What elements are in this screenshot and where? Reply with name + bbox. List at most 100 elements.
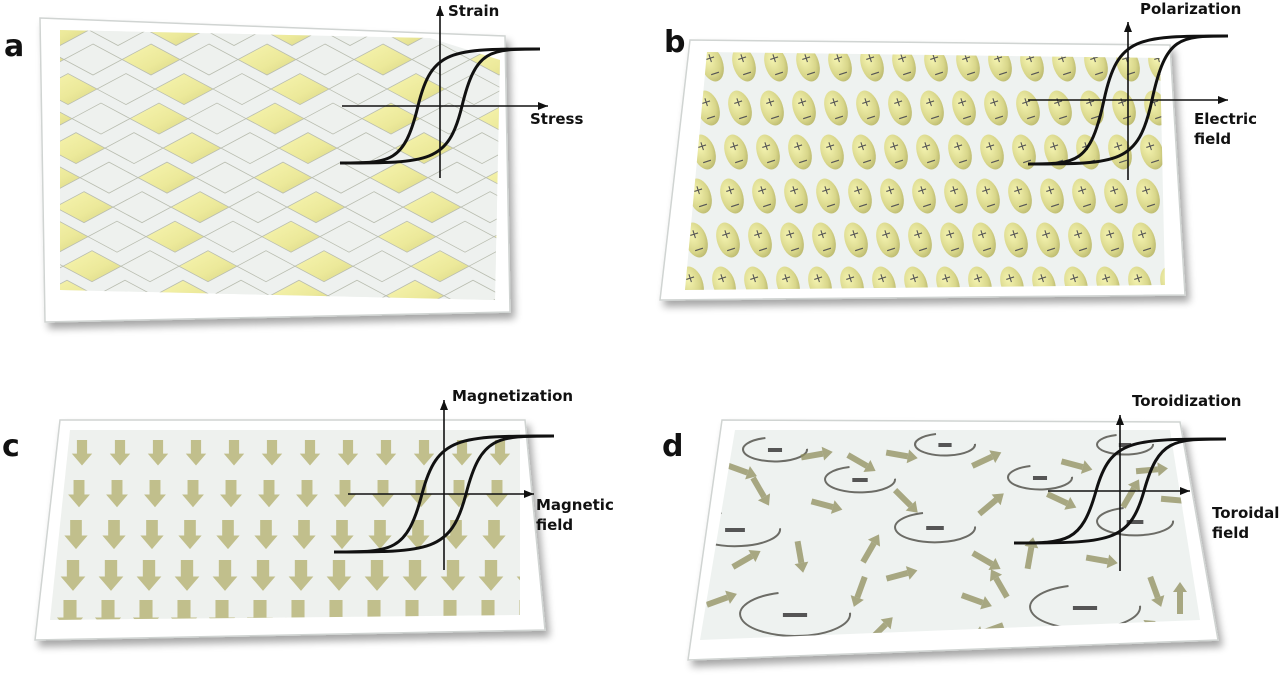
lattice-cell (63, 43, 123, 76)
dipole-plus-sign: + (1071, 226, 1086, 244)
dipole-minus-sign: − (1220, 65, 1235, 83)
dipole-body (752, 178, 776, 214)
dipole-body (828, 52, 852, 82)
dipole-body (824, 90, 848, 126)
arrow-head (850, 595, 864, 607)
toroid-field-arrow (846, 452, 876, 473)
electric-dipole: +− (1132, 222, 1156, 259)
dipole-plus-sign: + (1191, 314, 1206, 332)
dipole-plus-sign: + (1047, 138, 1062, 156)
dipole-plus-sign: + (851, 182, 866, 200)
electric-dipole: +− (1024, 307, 1056, 348)
magnetic-moment-arrow (220, 480, 242, 508)
dipole-minus-sign: − (1196, 329, 1211, 347)
dipole-minus-sign: − (992, 109, 1007, 127)
magnetic-moment-arrow (288, 560, 314, 591)
arrow-stem (1085, 554, 1109, 565)
arrow-head (989, 450, 1002, 463)
x-axis-label-b: Electric field (1194, 110, 1262, 148)
lattice-cell (520, 0, 578, 16)
panel-b: +−+−+−+−+−+−+−+−+−+−+−+−+−+−+−+−+−+−+−+−… (659, 0, 1262, 348)
dipole-plus-sign: + (711, 314, 726, 332)
electric-dipole: +− (1072, 178, 1096, 215)
dipole-minus-sign: − (740, 65, 755, 83)
dipole-body (764, 52, 788, 82)
dipole-minus-sign: − (824, 197, 839, 215)
dipole-body (852, 134, 876, 170)
lattice-cell (96, 73, 156, 106)
arrow-shape (102, 520, 126, 550)
dipole-body (728, 90, 752, 126)
electric-dipole: +− (764, 52, 788, 83)
dipole-minus-sign: − (884, 241, 899, 259)
electric-dipole: +− (1120, 307, 1152, 348)
dipole-plus-sign: + (843, 270, 858, 288)
dipole-plus-sign: + (923, 94, 938, 112)
electric-dipole: +− (912, 178, 936, 215)
lattice-cell (187, 102, 247, 135)
magnetic-moment-arrow (299, 440, 321, 466)
lattice-cell (552, 221, 610, 252)
dipole-minus-sign: − (864, 109, 879, 127)
lattice-cell (328, 73, 388, 106)
hysteresis-branch-increasing (1027, 34, 1229, 166)
lattice-cell (228, 191, 288, 224)
arrow-head (980, 596, 992, 610)
hysteresis-branch-decreasing (1027, 34, 1229, 166)
electric-dipole: +− (728, 90, 752, 127)
toroid-field-arrow (725, 462, 757, 480)
toroidal-moment (1007, 465, 1074, 491)
panel-letter-d: d (662, 429, 683, 464)
lattice-cell (245, 102, 305, 135)
electric-dipole: +− (1152, 307, 1184, 348)
dipole-minus-sign: − (988, 153, 1003, 171)
lattice-cell (553, 15, 611, 46)
dipole-plus-sign: + (1019, 94, 1034, 112)
dipole-minus-sign: − (1060, 65, 1075, 83)
dipole-plus-sign: + (1095, 314, 1110, 332)
dipole-plus-sign: + (947, 182, 962, 200)
toroidal-minus-mark (926, 526, 944, 530)
electric-dipole: +− (1008, 178, 1032, 215)
dipole-body (1192, 219, 1224, 260)
dipole-minus-sign: − (900, 65, 915, 83)
dipole-plus-sign: + (1163, 270, 1178, 288)
lattice-cell (636, 0, 694, 16)
lattice-cell (444, 73, 500, 106)
dipole-body (808, 266, 832, 290)
electric-dipole: +− (808, 266, 832, 290)
dipole-plus-sign: + (1111, 138, 1126, 156)
dipole-minus-sign: − (844, 329, 859, 347)
dipole-minus-sign: − (932, 65, 947, 83)
dipole-plus-sign: + (951, 138, 966, 156)
lattice-cell (327, 279, 387, 300)
electric-dipole: +− (884, 134, 908, 171)
dipole-body (968, 266, 992, 290)
toroidal-moment (739, 592, 852, 637)
magnetic-moment-arrow (402, 560, 428, 591)
dipole-plus-sign: + (1199, 226, 1214, 244)
dipole-plus-sign: + (815, 226, 830, 244)
toroid-field-arrow (1120, 479, 1141, 509)
arrow-head (905, 500, 918, 513)
toroid-field-arrow (1085, 554, 1118, 569)
magnetic-moment-arrow (60, 560, 86, 591)
arrow-stem (1160, 495, 1184, 504)
dipole-body (888, 90, 912, 126)
arrow-head (1106, 554, 1118, 569)
dipole-body (736, 307, 768, 348)
lattice-cell (195, 161, 255, 194)
electric-dipole: +− (1108, 134, 1132, 171)
dipole-minus-sign: − (800, 109, 815, 127)
electric-dipole: +− (1068, 222, 1092, 259)
electric-dipole: +− (952, 90, 976, 127)
toroid-field-arrow (1173, 582, 1187, 614)
electric-dipole: +− (992, 307, 1024, 348)
dipole-plus-sign: + (907, 270, 922, 288)
dipole-body (936, 266, 960, 290)
lattice-cell (237, 43, 297, 76)
dipole-body (1068, 222, 1092, 258)
dipole-minus-sign: − (1108, 241, 1123, 259)
electric-dipole: +− (888, 90, 912, 127)
dipole-plus-sign: + (1039, 226, 1054, 244)
